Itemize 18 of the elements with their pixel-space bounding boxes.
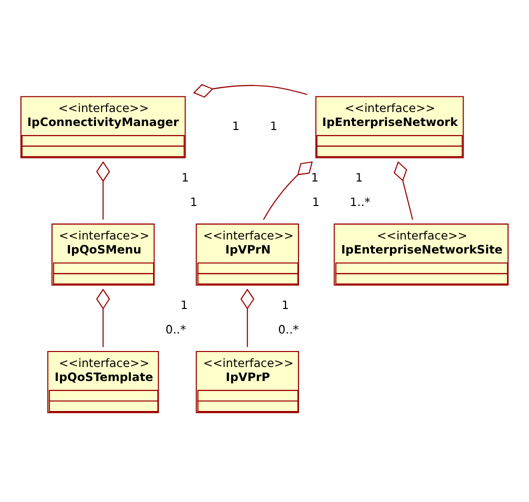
- connector: [263, 161, 313, 220]
- label: 1: [190, 194, 198, 209]
- label: 1..*: [350, 194, 370, 209]
- label: 1: [182, 170, 189, 185]
- connector: [96, 288, 110, 348]
- connector: [394, 161, 414, 220]
- label: 1: [355, 170, 363, 185]
- label: 1: [232, 119, 240, 134]
- label: 1: [312, 194, 320, 209]
- label: 1: [311, 170, 318, 185]
- label: 0..*: [278, 322, 299, 336]
- connector: [96, 161, 110, 220]
- connector: [192, 84, 308, 98]
- label: 1: [270, 119, 278, 134]
- connector: [240, 288, 254, 348]
- label: 1: [282, 298, 289, 312]
- label: 1: [180, 298, 188, 312]
- label: 0..*: [166, 322, 186, 336]
